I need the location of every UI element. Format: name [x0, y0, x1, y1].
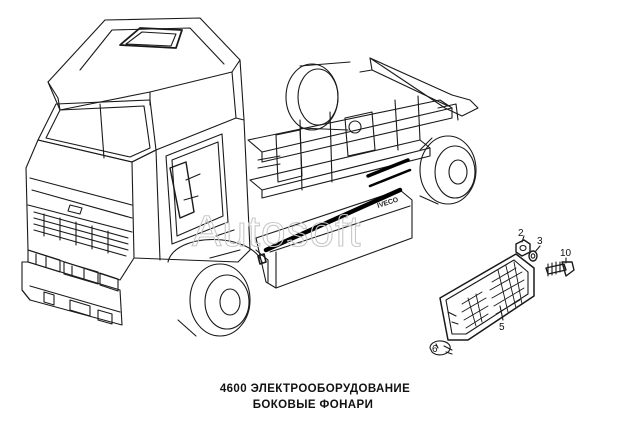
side-lamp-assembly	[429, 235, 575, 356]
caption-subtitle: БОКОВЫЕ ФОНАРИ	[252, 399, 374, 411]
callout-10: 10	[560, 248, 572, 259]
side-stripe	[263, 158, 412, 253]
callout-6: 6	[432, 344, 438, 355]
callout-3: 3	[537, 236, 543, 247]
callout-2: 2	[518, 228, 524, 239]
watermark: Autosoft	[192, 207, 361, 256]
callout-5: 5	[499, 322, 505, 333]
caption-title: 4600 ЭЛЕКТРООБОРУДОВАНИЕ	[219, 383, 411, 395]
chassis-frame	[247, 57, 479, 199]
rear-wheel	[285, 61, 477, 205]
truck-cab	[21, 17, 413, 337]
